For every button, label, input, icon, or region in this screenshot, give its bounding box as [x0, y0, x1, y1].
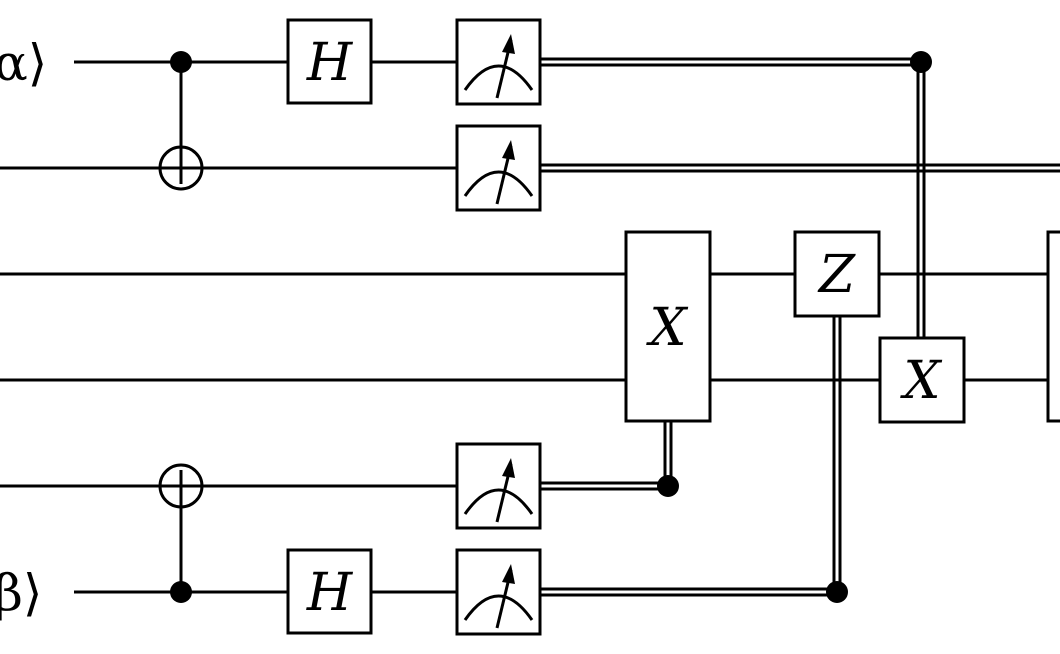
measurement-meter-icon: [455, 18, 542, 106]
hadamard-gate-bottom: H: [286, 548, 373, 635]
hadamard-gate-top: H: [286, 18, 373, 105]
cnot-bottom: [158, 463, 204, 603]
gate-label: X: [899, 351, 942, 411]
z-gate: Z: [793, 230, 881, 318]
cnot-top: [158, 51, 204, 191]
classical-control-dot: [826, 581, 848, 603]
measurement-meters: [455, 18, 542, 636]
gate-label: X: [645, 298, 688, 358]
control-dot: [170, 51, 192, 73]
x-gate-two-qubit: X: [624, 230, 712, 423]
input-ket-alpha: α⟩: [0, 34, 47, 92]
measurement-meter-icon: [455, 548, 542, 636]
classical-wires: [540, 57, 1060, 597]
quantum-wires: [0, 60, 1048, 594]
classical-control-dot: [657, 475, 679, 497]
measurement-meter-icon: [455, 124, 542, 212]
gate-label: H: [306, 563, 354, 623]
classical-control-dot: [910, 51, 932, 73]
x-gate: X: [878, 336, 966, 424]
gate-partial-right-edge: [1046, 230, 1060, 423]
control-dot: [170, 581, 192, 603]
input-ket-beta: β⟩: [0, 564, 42, 622]
gate-label: Z: [817, 245, 856, 305]
measurement-meter-icon: [455, 442, 542, 530]
gate-label: H: [306, 33, 354, 93]
